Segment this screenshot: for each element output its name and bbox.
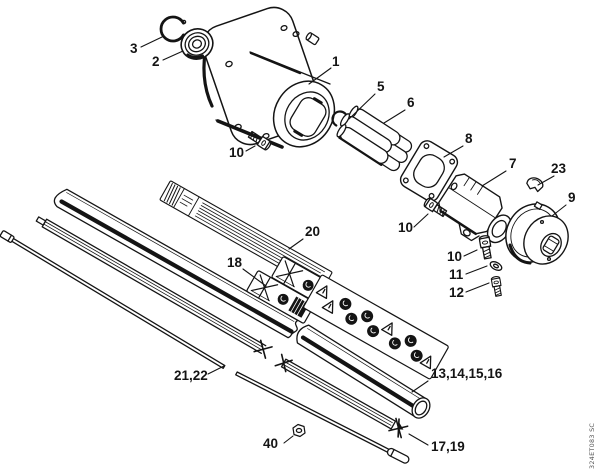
callout-11: 11 <box>449 267 464 282</box>
leader-3 <box>140 36 163 48</box>
liner-tube-lower-drawing <box>274 353 409 439</box>
warning-circle-icon <box>339 297 423 362</box>
callout-21-22: 21,22 <box>174 368 208 383</box>
warning-label-18-pictogram-strip-drawing <box>303 274 449 380</box>
drive-tube-upper-drawing <box>53 188 299 339</box>
callout-5: 5 <box>377 79 385 94</box>
plug-screw-drawing <box>305 32 320 46</box>
callout-10-right: 10 <box>447 249 462 264</box>
callout-9: 9 <box>568 190 576 205</box>
figure-code-stamp: 324ET083 SC <box>588 423 596 469</box>
gasket-8-drawing <box>399 140 459 202</box>
leader-20 <box>288 238 304 250</box>
drive-shaft-lower-drawing <box>235 371 410 464</box>
callout-3: 3 <box>130 41 138 56</box>
screw-12-right-drawing <box>490 275 504 298</box>
circlip-3-drawing <box>159 15 187 43</box>
callout-labels: 3 2 1 5 6 8 7 23 9 10 10 10 11 12 20 18 … <box>130 41 576 454</box>
leader-11 <box>465 265 488 275</box>
leader-2 <box>162 50 184 61</box>
callout-8: 8 <box>465 131 473 146</box>
warning-triangle-icon <box>315 285 432 370</box>
leader-10a <box>245 145 256 152</box>
leader-10c <box>463 249 478 257</box>
clip-23-drawing <box>526 177 544 193</box>
leader-18 <box>242 268 267 287</box>
callout-1: 1 <box>332 54 340 69</box>
liner-tube-upper-drawing <box>35 216 273 359</box>
callout-40: 40 <box>263 436 278 451</box>
leader-5 <box>348 93 376 120</box>
leader-12 <box>465 282 490 293</box>
leader-40 <box>283 435 294 444</box>
leader-6 <box>383 109 406 124</box>
callout-23: 23 <box>551 161 567 176</box>
leader-lines <box>140 36 567 446</box>
callout-6: 6 <box>407 95 415 110</box>
leader-7 <box>481 170 507 187</box>
leader-10b <box>413 213 429 228</box>
callout-10-top: 10 <box>229 145 244 160</box>
leader-23 <box>537 175 555 186</box>
drive-tube-lower-drawing <box>296 324 431 419</box>
clutch-drum-9-drawing <box>505 201 569 265</box>
callout-13-14-15-16: 13,14,15,16 <box>431 366 503 381</box>
housing-flange-1-drawing <box>202 6 336 149</box>
callout-18: 18 <box>227 255 243 270</box>
leader-13 <box>411 380 429 393</box>
leader-17 <box>408 433 429 446</box>
callout-10-mid: 10 <box>398 220 413 235</box>
coupling-6-drawing <box>336 105 413 172</box>
nut-40-drawing <box>292 423 306 438</box>
leader-9 <box>551 204 567 217</box>
callout-2: 2 <box>152 54 160 69</box>
leader-21 <box>207 365 225 375</box>
clamp-7-drawing <box>438 173 512 244</box>
drive-shaft-upper-drawing <box>0 230 226 369</box>
callout-17-19: 17,19 <box>431 439 465 454</box>
washer-11-drawing <box>489 261 503 271</box>
callout-7: 7 <box>509 156 517 171</box>
callout-20: 20 <box>305 224 320 239</box>
callout-12: 12 <box>449 285 464 300</box>
leader-1 <box>308 67 332 85</box>
leader-8 <box>443 145 464 158</box>
